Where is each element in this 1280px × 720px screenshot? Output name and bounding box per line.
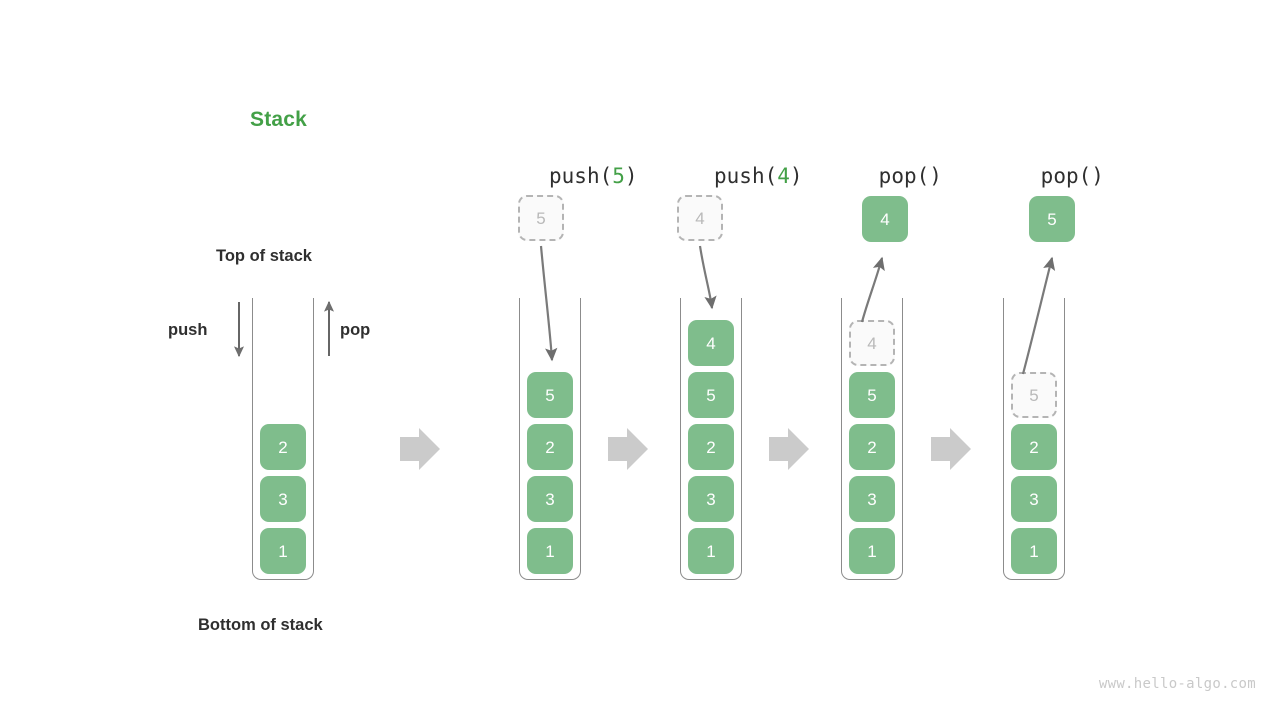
op-suffix: )	[929, 164, 942, 188]
stack-cell: 3	[688, 476, 734, 522]
stack-cell: 2	[688, 424, 734, 470]
stack-cell: 3	[260, 476, 306, 522]
op-label-push-5: push(5)	[478, 140, 658, 212]
op-prefix: pop(	[878, 164, 930, 188]
stack-cell: 2	[260, 424, 306, 470]
stack-cell: 1	[849, 528, 895, 574]
incoming-cell: 5	[518, 195, 564, 241]
stack-cell: 1	[260, 528, 306, 574]
stack-cell: 1	[527, 528, 573, 574]
stack-cell: 4	[849, 320, 895, 366]
stack-cell: 2	[849, 424, 895, 470]
stack-cell: 2	[1011, 424, 1057, 470]
op-label-pop-1: pop()	[795, 140, 975, 212]
bottom-of-stack-label: Bottom of stack	[198, 616, 323, 634]
op-suffix: )	[624, 164, 638, 188]
stack-cell: 5	[688, 372, 734, 418]
step-transition-arrow	[769, 428, 809, 470]
stack-cell: 5	[527, 372, 573, 418]
page-title: Stack	[250, 108, 308, 131]
op-prefix: pop(	[1040, 164, 1092, 188]
popped-cell: 5	[1029, 196, 1075, 242]
stack-cell: 5	[849, 372, 895, 418]
stack-cell: 2	[527, 424, 573, 470]
stack-cell: 1	[1011, 528, 1057, 574]
step-transition-arrow	[608, 428, 648, 470]
op-suffix: )	[789, 164, 803, 188]
op-prefix: push(	[549, 164, 613, 188]
op-arg: 4	[777, 164, 790, 188]
stack-container	[1003, 298, 1065, 580]
op-suffix: )	[1091, 164, 1104, 188]
popped-cell: 4	[862, 196, 908, 242]
stack-container	[252, 298, 314, 580]
top-of-stack-label: Top of stack	[216, 247, 312, 265]
incoming-cell: 4	[677, 195, 723, 241]
op-arg: 5	[612, 164, 625, 188]
stack-cell: 4	[688, 320, 734, 366]
stack-cell: 1	[688, 528, 734, 574]
stack-container	[519, 298, 581, 580]
pop-label: pop	[340, 321, 371, 339]
watermark: www.hello-algo.com	[1098, 676, 1256, 692]
op-prefix: push(	[714, 164, 778, 188]
stack-cell: 3	[1011, 476, 1057, 522]
step-transition-arrow	[400, 428, 440, 470]
step-transition-arrow	[931, 428, 971, 470]
stack-cell: 3	[849, 476, 895, 522]
push-label: push	[168, 321, 208, 339]
op-label-push-4: push(4)	[643, 140, 823, 212]
stack-cell: 3	[527, 476, 573, 522]
op-label-pop-2: pop()	[957, 140, 1137, 212]
stack-container	[841, 298, 903, 580]
stack-container	[680, 298, 742, 580]
stack-cell: 5	[1011, 372, 1057, 418]
